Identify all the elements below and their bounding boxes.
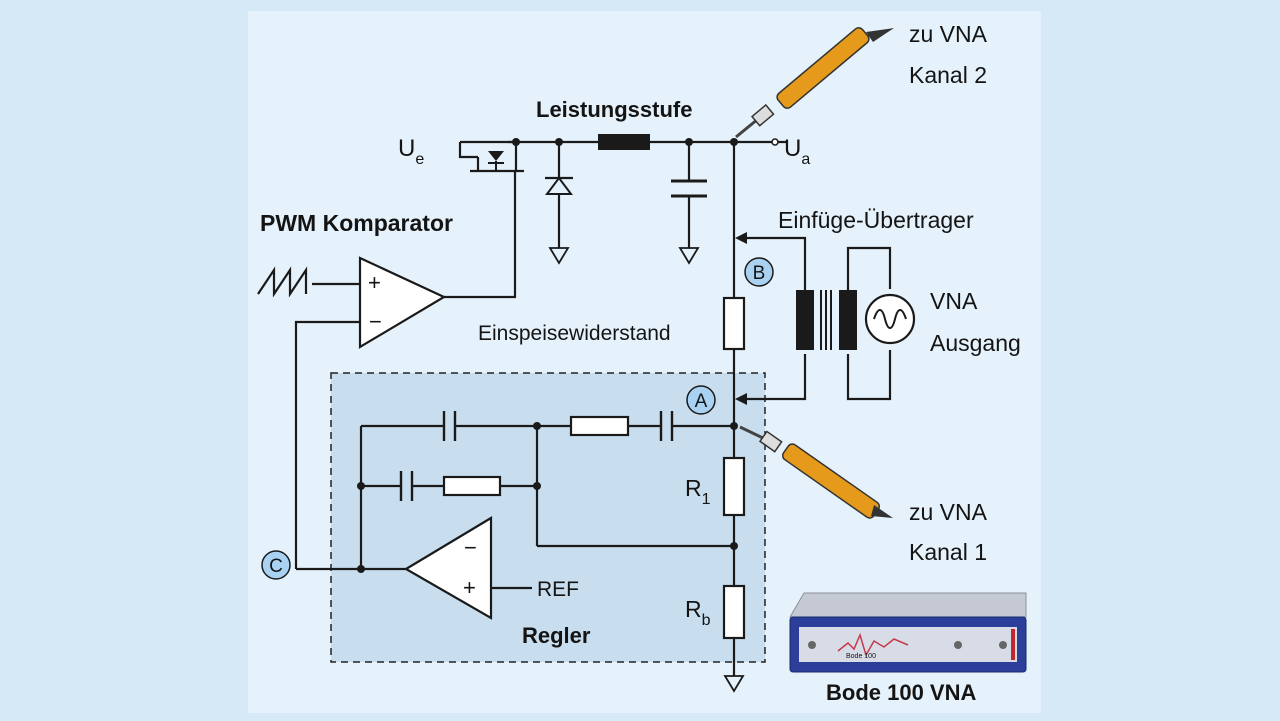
opamp-minus-sign: −: [464, 535, 477, 560]
injection-arrow-a: [735, 393, 747, 405]
marker-c: C: [261, 550, 291, 580]
sine-source-icon: [864, 293, 916, 345]
to-vna-ch2-label: zu VNA: [909, 21, 988, 47]
power-stage-label: Leistungsstufe: [536, 97, 692, 122]
ground-icon: [548, 247, 570, 265]
vna-output-label: VNA: [930, 288, 978, 314]
device-photo-icon: Bode 100: [789, 592, 1027, 673]
sawtooth-icon: [257, 266, 308, 298]
svg-text:C: C: [269, 556, 283, 577]
mosfet-icon: [488, 151, 504, 171]
inductor-icon: [598, 134, 650, 150]
junction-dots: [357, 138, 738, 573]
opamp-plus-sign: +: [463, 575, 476, 600]
injection-resistor-label: Einspeisewiderstand: [478, 322, 671, 345]
capacitor-icon: [671, 179, 707, 198]
marker-a: A: [686, 385, 716, 415]
ref-label: REF: [537, 578, 579, 601]
vna-output-label: Ausgang: [930, 330, 1021, 356]
resistor-r1: [722, 456, 746, 517]
pwm-minus-sign: −: [369, 309, 382, 334]
diode-icon: [545, 176, 573, 209]
regler-opamp: [403, 516, 493, 620]
controller-label: Regler: [522, 623, 591, 648]
regler-box: [330, 372, 766, 663]
injection-resistor: [722, 296, 746, 351]
pwm-comparator-label: PWM Komparator: [260, 210, 453, 236]
figure-panel: + − − + A B C Leistungsstufe Ue Ua PWM K…: [248, 11, 1041, 713]
device-label: Bode 100 VNA: [826, 680, 976, 705]
pwm-plus-sign: +: [368, 270, 381, 295]
probe-icon: [739, 425, 893, 519]
probe-icon: [735, 27, 894, 139]
injection-transformer-label: Einfüge-Übertrager: [778, 207, 974, 233]
ground-icon: [678, 247, 700, 265]
ground-icon: [723, 675, 745, 693]
pwm-comparator: [358, 256, 447, 349]
rb-label: Rb: [685, 596, 711, 629]
to-vna-ch2-label: Kanal 2: [909, 62, 987, 88]
feedback-resistor-lower: [442, 475, 502, 497]
output-terminal: [771, 138, 779, 146]
injection-arrow-b: [735, 232, 747, 244]
feedback-capacitor: [399, 471, 414, 501]
svg-text:A: A: [695, 391, 708, 412]
output-voltage-label: Ua: [784, 135, 810, 168]
to-vna-ch1-label: zu VNA: [909, 499, 988, 525]
wiring: [294, 140, 892, 676]
svg-text:Bode 100: Bode 100: [846, 653, 876, 660]
resistor-rb: [722, 584, 746, 640]
transformer-icon: [796, 290, 857, 350]
feedback-capacitor: [659, 411, 674, 441]
input-voltage-label: Ue: [398, 135, 424, 168]
feedback-resistor-upper: [569, 415, 630, 437]
feedback-capacitor: [442, 411, 457, 441]
r1-label: R1: [685, 475, 711, 508]
to-vna-ch1-label: Kanal 1: [909, 539, 987, 565]
svg-text:B: B: [753, 263, 766, 284]
marker-b: B: [744, 257, 774, 287]
